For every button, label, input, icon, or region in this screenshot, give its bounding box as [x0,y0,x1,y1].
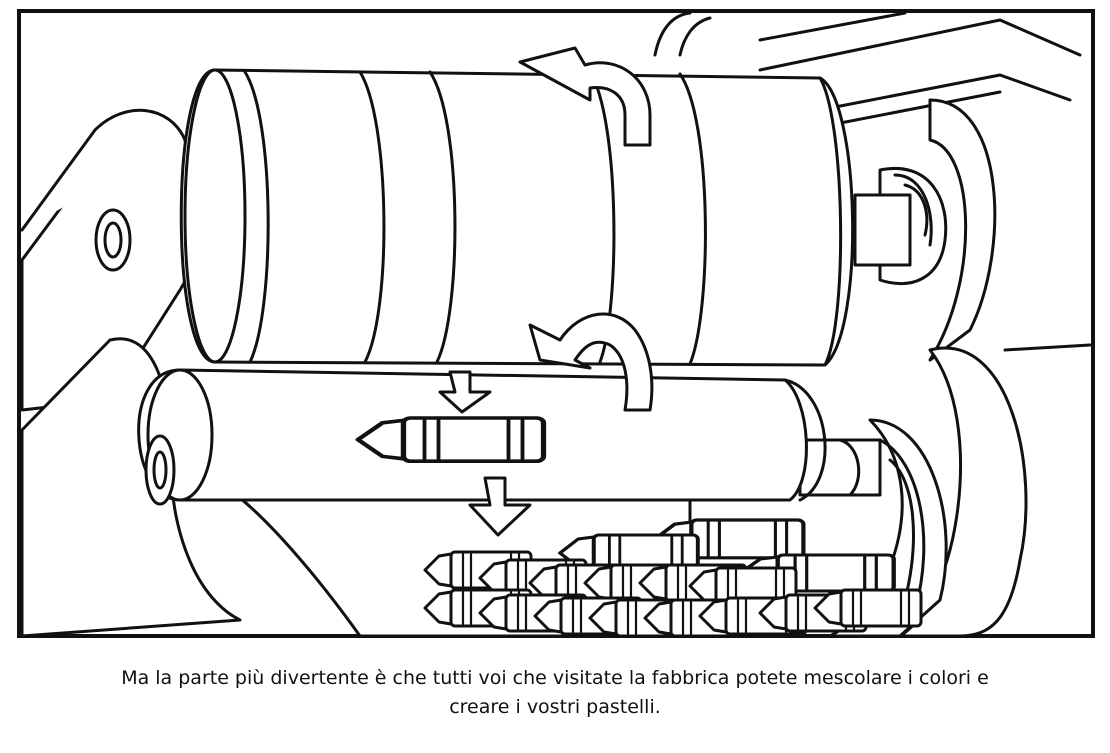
crayon-factory-illustration [17,9,1095,638]
background-frame [653,11,1092,352]
left-arm [20,108,209,412]
right-pulley-assembly [798,98,1028,638]
caption-line-1: Ma la parte più divertente è che tutti v… [121,667,989,689]
mixing-arrows [518,46,654,412]
upper-cylinder [179,68,855,367]
down-arrows [438,370,532,537]
caption-line-2: creare i vostri pastelli. [449,696,661,718]
crayon-in-machine [358,418,544,461]
caption-text: Ma la parte più divertente è che tutti v… [0,664,1110,722]
